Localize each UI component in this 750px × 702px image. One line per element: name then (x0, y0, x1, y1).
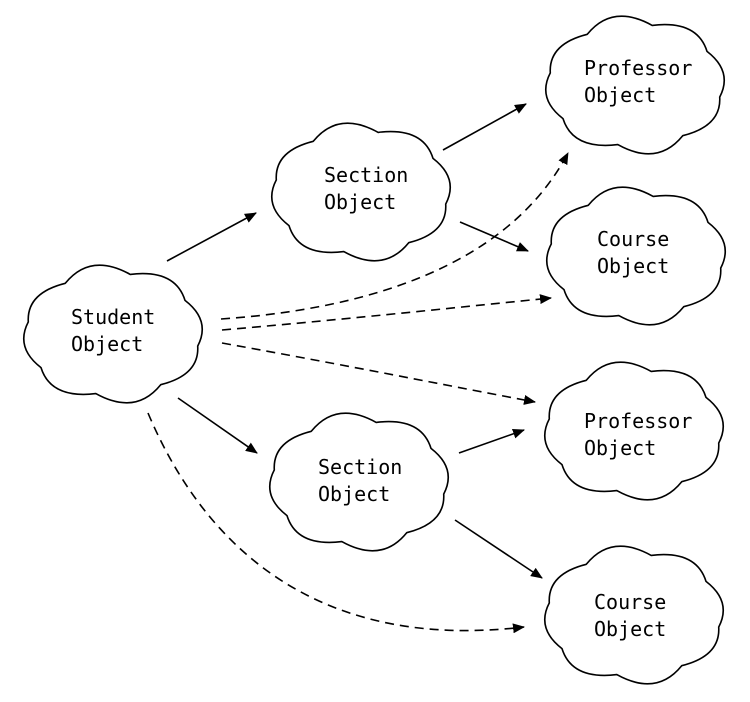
section-bottom-node-label-line2: Object (318, 482, 390, 506)
section-bottom-cloud-node (269, 412, 449, 552)
course-bottom-node-label-line2: Object (594, 617, 666, 641)
course-bottom-node-label-line1: Course (594, 590, 666, 614)
arrow-student-to-course-top (221, 294, 552, 331)
section-top-node-label-line2: Object (324, 190, 396, 214)
arrow-student-to-section-bottom (177, 397, 258, 454)
arrow-student-to-section-top (166, 212, 257, 262)
course-bottom-cloud-node (544, 545, 724, 685)
student-node-label-line1: Student (71, 305, 155, 329)
professor-bottom-cloud-node (544, 361, 724, 501)
labels: Student Object Section Object Section Ob… (71, 56, 692, 641)
clouds (23, 15, 726, 685)
arrow-section-bottom-to-course-bottom (454, 519, 543, 579)
arrow-section-bottom-to-professor-bottom (458, 428, 525, 454)
professor-bottom-node-label-line2: Object (584, 436, 656, 460)
professor-top-node-label-line1: Professor (584, 56, 692, 80)
arrow-student-to-course-bottom (147, 412, 525, 634)
course-top-node-label-line2: Object (597, 254, 669, 278)
professor-bottom-node-label-line1: Professor (584, 409, 692, 433)
arrow-student-to-professor-bottom (221, 342, 536, 405)
course-top-node-label-line1: Course (597, 227, 669, 251)
course-top-cloud-node (546, 186, 726, 326)
edges (147, 103, 569, 634)
student-cloud-node (23, 264, 203, 404)
section-top-node-label-line1: Section (324, 163, 408, 187)
arrow-section-top-to-professor-top (442, 103, 527, 151)
professor-top-node-label-line2: Object (584, 83, 656, 107)
professor-top-cloud-node (545, 15, 725, 155)
section-top-cloud-node (271, 122, 451, 262)
section-bottom-node-label-line1: Section (318, 455, 402, 479)
student-node-label-line2: Object (71, 332, 143, 356)
